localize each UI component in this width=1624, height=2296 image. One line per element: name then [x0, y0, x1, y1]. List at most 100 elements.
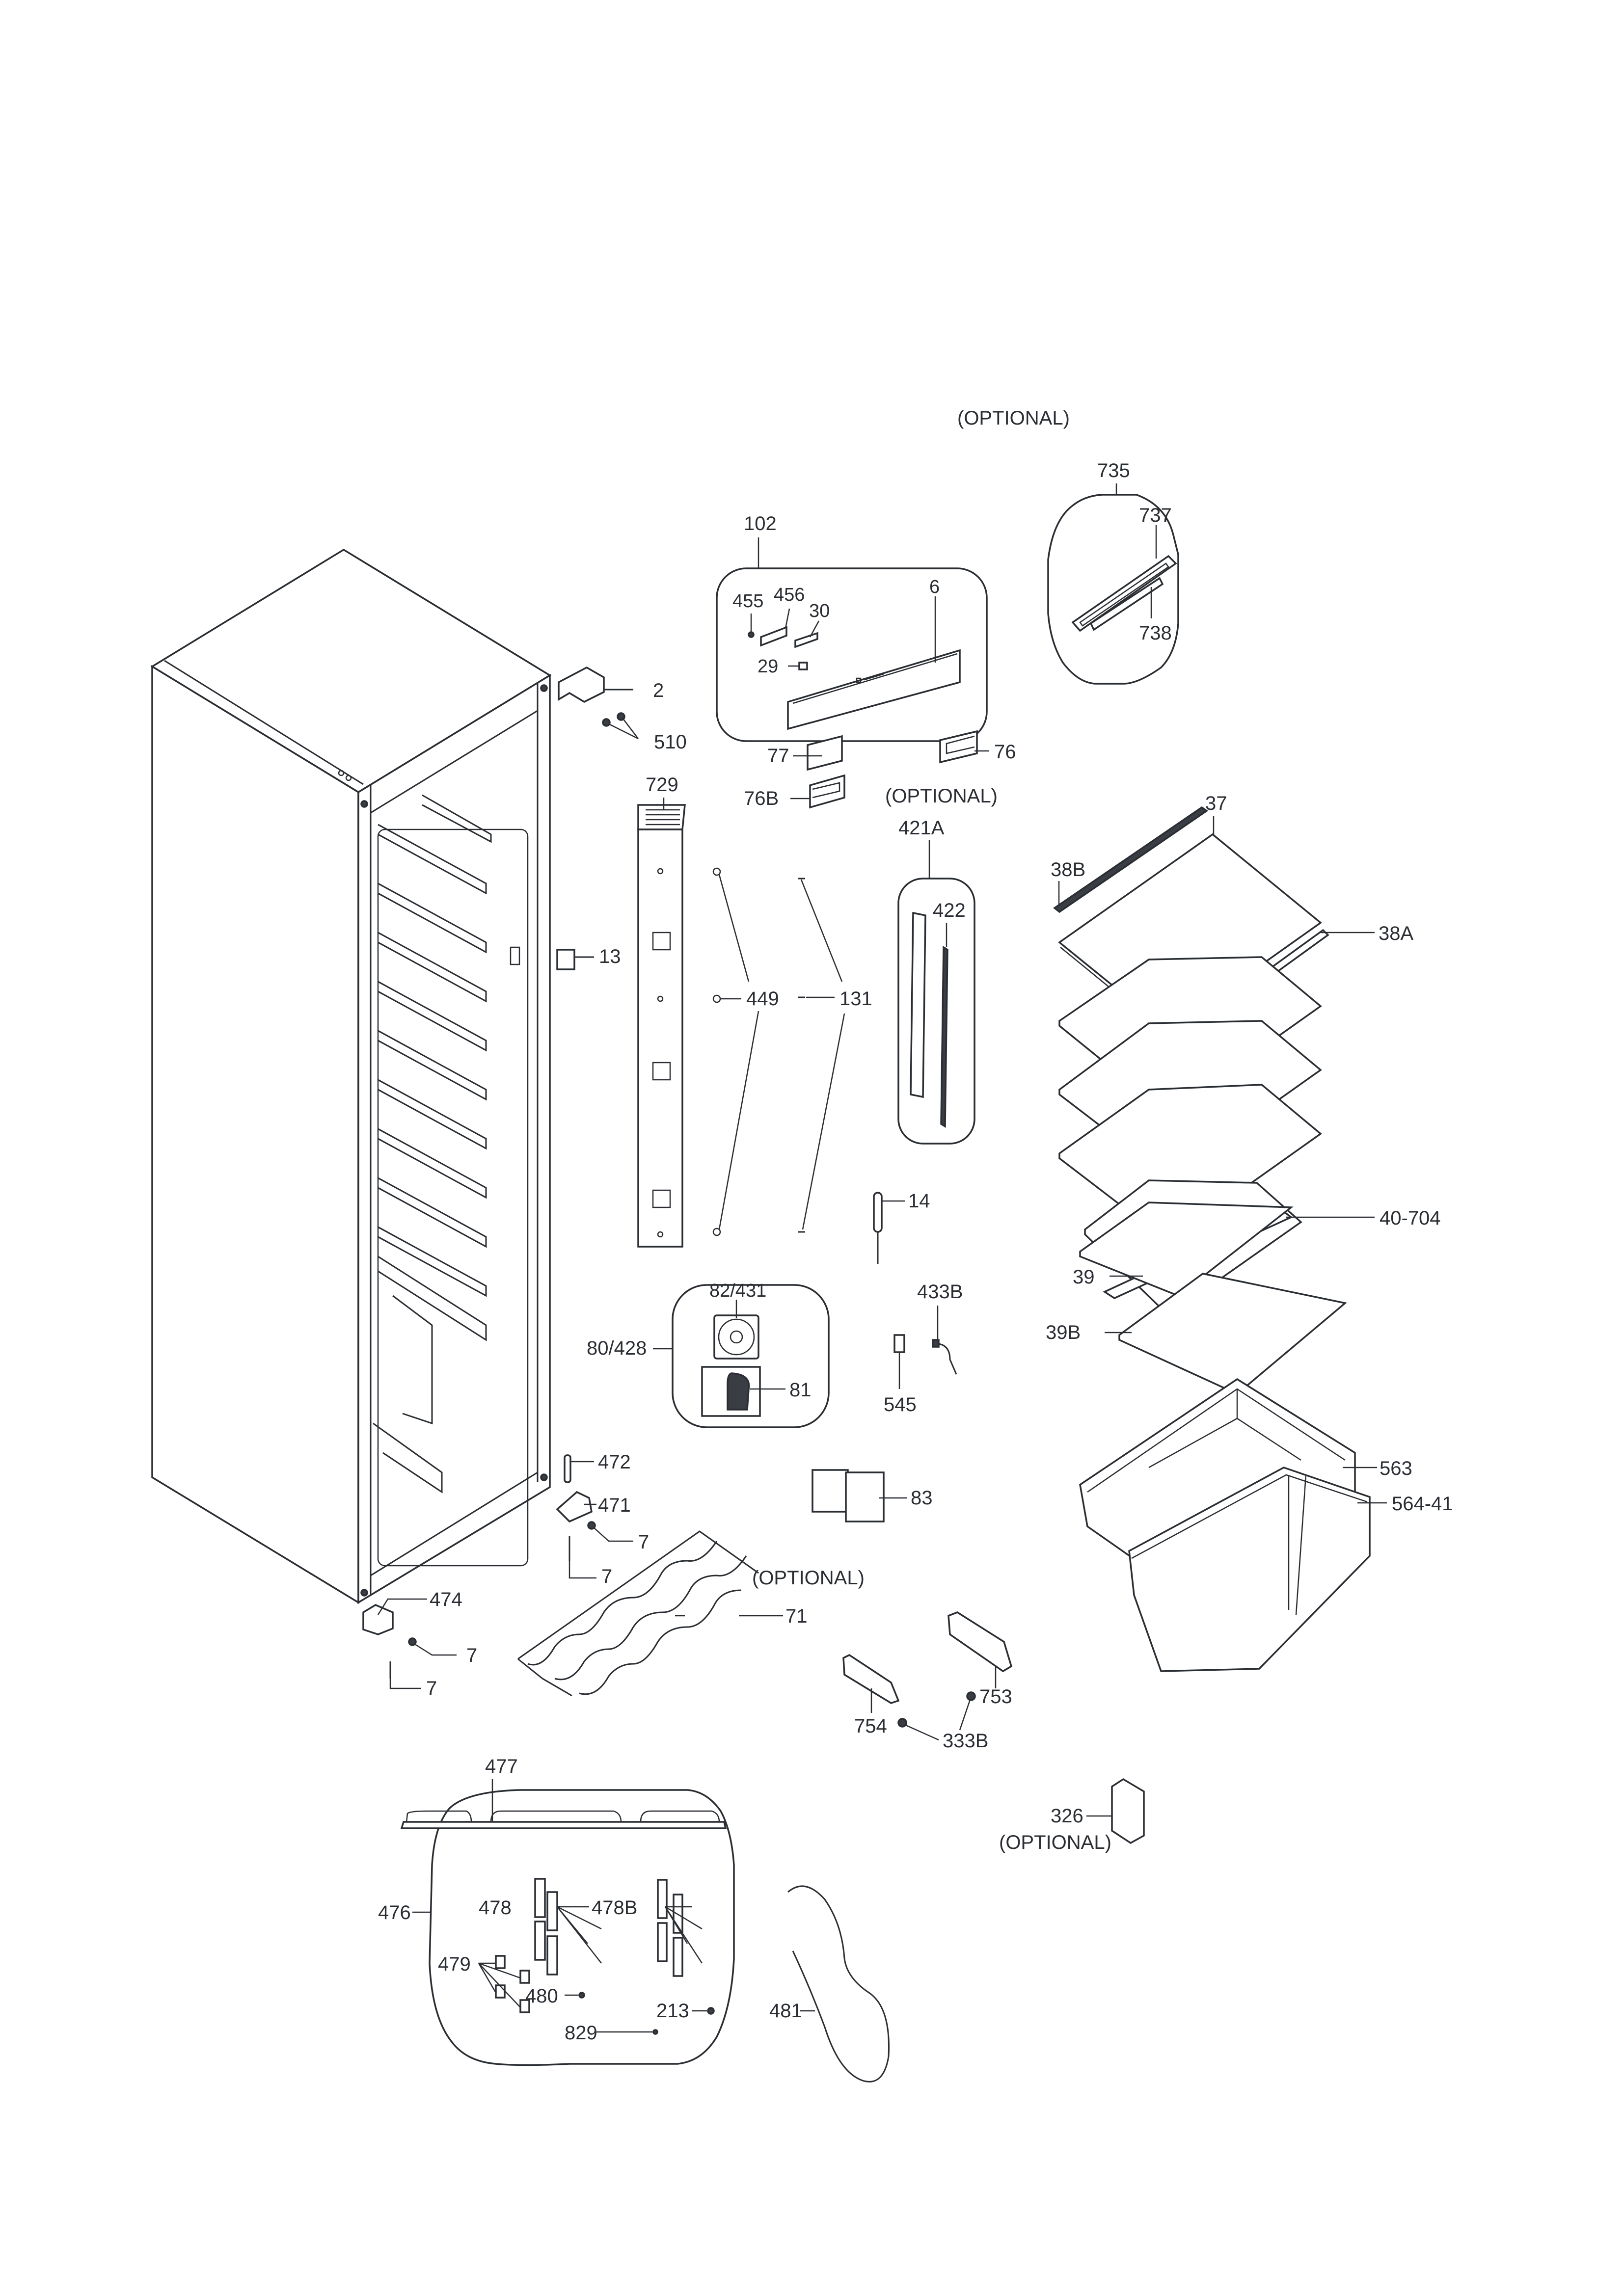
control-panel-parts	[748, 596, 961, 730]
label-29: 29	[758, 656, 778, 677]
label-213: 213	[656, 2000, 689, 2022]
label-471: 471	[598, 1495, 631, 1516]
part-77-cover	[793, 735, 843, 771]
label-456: 456	[774, 585, 805, 605]
label-545: 545	[884, 1394, 917, 1415]
label-737: 737	[1139, 505, 1172, 526]
group-102-outline	[716, 567, 988, 742]
part-82-431-fan	[713, 1300, 759, 1360]
part-7-screws-a	[568, 1521, 633, 1579]
part-479-clips	[478, 1955, 530, 2013]
label-76B: 76B	[744, 788, 779, 809]
label-433B: 433B	[917, 1281, 963, 1303]
part-474-hinge	[362, 1598, 427, 1635]
label-7-a: 7	[638, 1531, 649, 1553]
label-563: 563	[1380, 1458, 1412, 1479]
part-480-screw	[565, 1992, 585, 1999]
label-510: 510	[654, 731, 687, 753]
label-754: 754	[854, 1715, 887, 1737]
label-729: 729	[646, 774, 678, 796]
label-455: 455	[732, 591, 763, 612]
label-479: 479	[438, 1953, 471, 1975]
label-13: 13	[599, 946, 621, 967]
part-71-wine-rack	[517, 1530, 783, 1697]
group-80-428-outline	[672, 1284, 830, 1428]
label-753: 753	[979, 1686, 1012, 1708]
part-729-column	[637, 798, 686, 1248]
label-38A: 38A	[1379, 923, 1413, 944]
cabinet-body	[150, 548, 552, 1604]
label-39: 39	[1073, 1266, 1095, 1288]
label-40-704: 40-704	[1380, 1207, 1441, 1229]
optional-note-735: (OPTIONAL)	[957, 407, 1070, 429]
part-333B-caps	[897, 1691, 976, 1741]
label-77: 77	[767, 745, 789, 767]
label-81: 81	[789, 1379, 812, 1401]
label-14: 14	[908, 1190, 930, 1212]
label-71: 71	[785, 1605, 808, 1627]
label-481: 481	[769, 2000, 802, 2022]
part-13-switch	[556, 949, 594, 970]
label-102: 102	[744, 513, 777, 534]
part-81-fan-housing	[701, 1366, 785, 1417]
part-83-duct	[812, 1469, 907, 1522]
group-735-outline	[1047, 494, 1179, 685]
part-421A-strips	[910, 911, 948, 1128]
part-471-hinge	[556, 1491, 596, 1523]
group-476-outline	[429, 1789, 735, 2066]
label-7-b: 7	[601, 1566, 612, 1587]
part-131-screws	[798, 878, 845, 1233]
label-422: 422	[933, 900, 966, 921]
part-7-screws-b	[389, 1637, 457, 1689]
label-37: 37	[1205, 793, 1227, 814]
part-326-block	[1086, 1778, 1145, 1844]
part-737-trim	[1071, 525, 1177, 632]
part-478-brackets	[534, 1878, 602, 1976]
label-6: 6	[929, 577, 940, 597]
part-477-bracket	[400, 1810, 727, 1829]
wine-shelf-rails	[373, 794, 492, 1494]
label-480: 480	[525, 1985, 558, 2007]
label-478: 478	[479, 1897, 512, 1919]
label-474: 474	[430, 1589, 462, 1610]
optional-note-326: (OPTIONAL)	[999, 1832, 1111, 1853]
label-472: 472	[598, 1451, 631, 1473]
part-829-screw	[596, 2029, 658, 2035]
part-481-gasket-wire	[787, 1885, 890, 2082]
label-39B: 39B	[1046, 1322, 1081, 1343]
part-2-hinge-cover	[558, 667, 633, 703]
label-80-428: 80/428	[587, 1337, 647, 1359]
part-76-cover	[939, 730, 989, 764]
label-2: 2	[653, 680, 664, 701]
group-421A-outline	[897, 878, 975, 1145]
optional-note-421A: (OPTIONAL)	[885, 785, 998, 807]
part-213-screw	[692, 2007, 715, 2015]
label-333B: 333B	[943, 1730, 988, 1752]
label-326: 326	[1051, 1805, 1083, 1827]
part-472-pin	[564, 1454, 594, 1483]
label-476: 476	[378, 1902, 411, 1923]
part-39-glass-shelf	[1079, 1201, 1294, 1297]
part-14-sensor	[873, 1192, 905, 1264]
label-7-c: 7	[466, 1645, 477, 1666]
part-39B-glass-shelf	[1105, 1273, 1347, 1395]
label-478B: 478B	[592, 1897, 637, 1919]
part-449-plugs	[712, 867, 759, 1236]
label-131: 131	[839, 988, 872, 1010]
label-829: 829	[565, 2022, 597, 2044]
label-83: 83	[911, 1487, 933, 1509]
part-433B-wire	[932, 1306, 957, 1375]
label-82-431: 82/431	[709, 1281, 766, 1301]
label-421A: 421A	[898, 817, 945, 839]
label-449: 449	[746, 988, 779, 1010]
label-76: 76	[994, 741, 1016, 763]
part-478B-brackets	[657, 1879, 703, 1977]
part-753-hinge-bracket	[947, 1611, 1013, 1688]
part-754-hinge-bracket	[842, 1654, 900, 1713]
part-76B-cover	[790, 774, 845, 809]
optional-note-753: (OPTIONAL)	[752, 1567, 865, 1589]
part-738-strip	[1089, 577, 1164, 631]
part-38B-trim	[1053, 806, 1209, 913]
label-735: 735	[1097, 460, 1130, 481]
